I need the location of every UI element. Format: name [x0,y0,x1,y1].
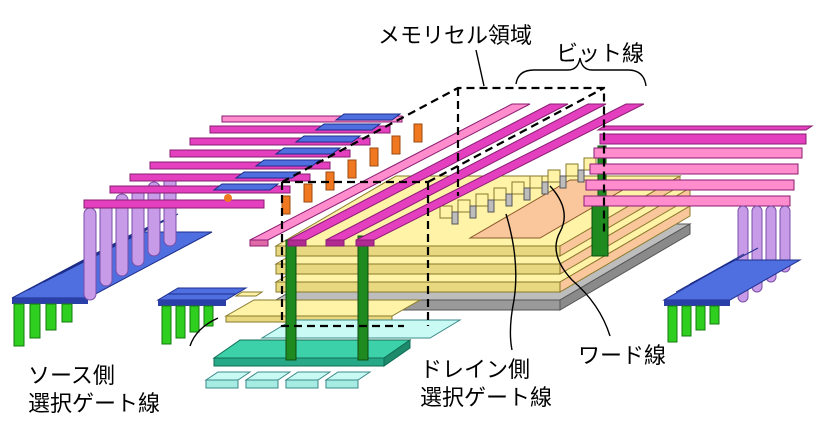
memory-cell-region-outline [280,86,606,328]
word-line-label: ワード線 [578,344,667,369]
bottom-plates [204,319,462,389]
source-select-gate-label-line1: ソース側 [28,364,115,389]
drain-select-gate-label-line1: ドレイン側 [420,358,531,383]
left-blue-fingers [212,113,402,202]
source-select-gate-label-line2: 選択ゲート線 [28,392,161,417]
bit-line-label: ビット線 [556,42,645,67]
memory-cell-region-label: メモリセル領域 [378,24,533,49]
front-left-blue-comb [156,287,264,345]
right-blue-fingers [662,247,802,306]
right-comb [583,125,814,343]
left-green-pins [13,303,73,347]
drain-select-gate-label-line2: 選択ゲート線 [420,386,553,411]
bit-lines [249,103,645,247]
leader-lines [189,49,647,351]
